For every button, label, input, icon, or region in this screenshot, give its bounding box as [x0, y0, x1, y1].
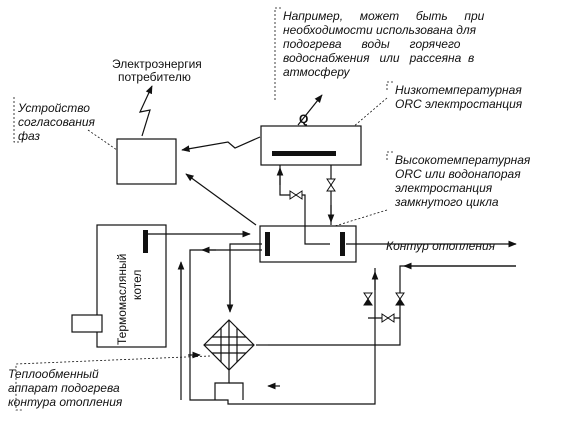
phase-label-1: Устройство [17, 101, 90, 115]
lightning-icon [138, 85, 153, 137]
oil-return-pipe [189, 249, 262, 401]
bottom-pipe-b [236, 268, 376, 405]
hex-feed-pipe [229, 243, 262, 310]
hex-label-2: аппарат подогрева [8, 381, 120, 395]
power-label-1: Электроэнергия [112, 57, 202, 71]
hightemp-power-arrow [185, 173, 257, 226]
note-arrow [297, 94, 323, 126]
heating-circuit-label: Контур отопления [386, 239, 496, 253]
boiler-group: Термомасляный котел [71, 224, 167, 348]
lowtemp-leader [352, 97, 388, 128]
phase-label-2: согласования [18, 115, 96, 129]
note-bracket [274, 7, 281, 100]
lowtemp-orc-group: Низкотемпературная ORC электростанция Q [260, 81, 523, 166]
hightemp-label-3: электростанция [395, 181, 493, 195]
hex-bracket [15, 355, 211, 411]
hightemp-label-4: замкнутого цикла [394, 195, 499, 209]
valve-icon[interactable] [289, 190, 303, 200]
valves [289, 178, 405, 323]
note-text-1: Например, может быть при [283, 9, 485, 23]
hex-out-loop [229, 382, 244, 400]
hightemp-right-exchanger-bar [340, 232, 345, 256]
valve-icon[interactable] [395, 292, 405, 306]
power-label-2: потребителю [118, 70, 191, 84]
valve-icon[interactable] [381, 313, 395, 323]
note-text-2: необходимости использована для [283, 23, 477, 37]
heating-return-pipe [268, 265, 516, 346]
boiler-label-1: Термомасляный [115, 254, 129, 345]
note-text-3: подогрева воды горячего [283, 37, 461, 51]
phase-bracket [13, 97, 20, 143]
hightemp-orc-group: Высокотемпературная ORC или водонапорая … [259, 151, 531, 263]
hightemp-label-1: Высокотемпературная [395, 153, 531, 167]
boiler-box [96, 224, 167, 348]
lowtemp-bracket [386, 81, 393, 90]
hightemp-bracket [386, 151, 393, 160]
boiler-exchanger-bar [143, 230, 148, 253]
phase-matcher-group: Устройство согласования фаз [13, 97, 261, 226]
hex-out-pipe [214, 370, 230, 400]
valve-icon[interactable] [363, 292, 373, 306]
heat-symbol: Q [299, 112, 308, 126]
hex-label-3: контура отопления [8, 395, 123, 409]
lowtemp-power-arrow [181, 136, 261, 153]
note-text-5: атмосферу [283, 65, 351, 79]
boiler-label-2: котел [130, 270, 144, 300]
note-text-4: водоснабжения или рассеяна в [283, 51, 474, 65]
boiler-burner-box [71, 314, 103, 333]
hex-label-1: Теплообменный [8, 367, 99, 381]
lowtemp-heat-exchanger-bar [272, 151, 336, 156]
bottom-pipe-a [208, 399, 236, 405]
power-output-group: Электроэнергия потребителю [112, 57, 202, 137]
phase-label-3: фаз [18, 129, 40, 143]
lowtemp-label-2: ORC электростанция [395, 97, 523, 111]
valve-icon[interactable] [326, 178, 336, 192]
lowtemp-orc-box [260, 125, 362, 166]
heat-exchanger-group: Теплообменный аппарат подогрева контура … [8, 319, 255, 411]
hightemp-left-exchanger-bar [265, 232, 270, 256]
piping: Контур отопления [146, 165, 517, 405]
phase-leader [87, 129, 118, 151]
lowtemp-label-1: Низкотемпературная [395, 83, 522, 97]
hightemp-label-2: ORC или водонапорая [395, 167, 521, 181]
phase-matcher-box [116, 138, 177, 185]
note-group: Например, может быть при необходимости и… [274, 7, 485, 126]
